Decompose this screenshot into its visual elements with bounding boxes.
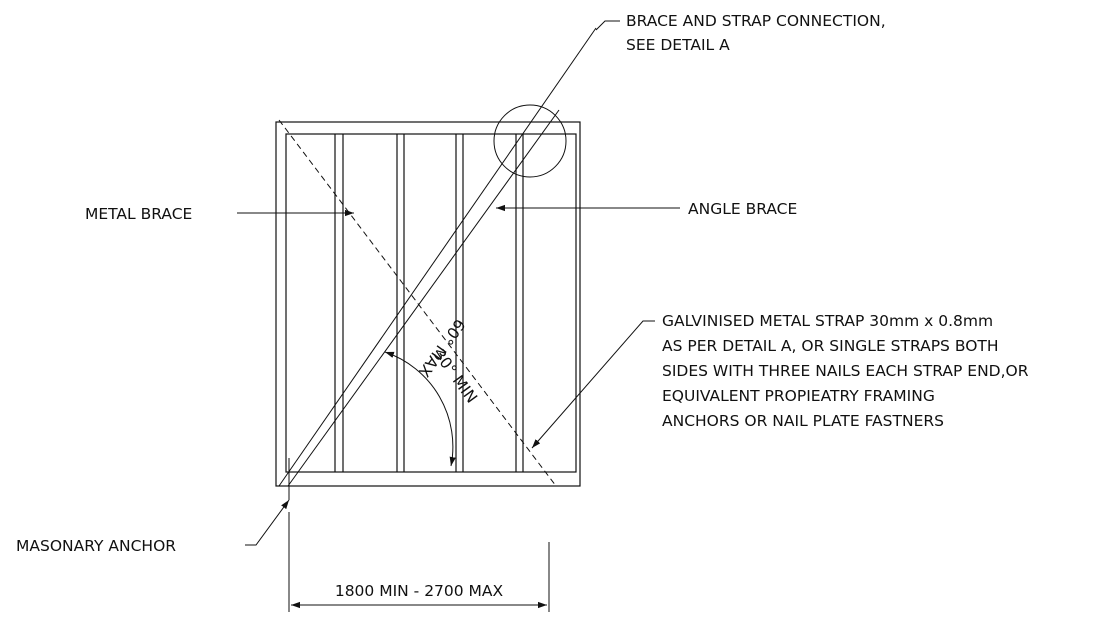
leaders [237, 20, 680, 546]
strap-label-1: GALVINISED METAL STRAP 30mm x 0.8mm [662, 312, 993, 330]
dimension-label: 1800 MIN - 2700 MAX [335, 582, 504, 600]
angle-brace [278, 27, 597, 487]
leader-brace-strap [595, 20, 620, 31]
stud-4 [515, 134, 524, 472]
brace-strap-label-2: SEE DETAIL A [626, 36, 730, 54]
strap-label-5: ANCHORS OR NAIL PLATE FASTNERS [662, 412, 944, 430]
frame-inner [285, 133, 577, 473]
leader-masonary [245, 499, 290, 546]
brace-strap-label-1: BRACE AND STRAP CONNECTION, [626, 12, 886, 30]
frame-outer [275, 121, 581, 487]
strap-label-4: EQUIVALENT PROPIEATRY FRAMING [662, 387, 935, 405]
strap-label-2: AS PER DETAIL A, OR SINGLE STRAPS BOTH [662, 337, 999, 355]
callouts: BRACE AND STRAP CONNECTION, SEE DETAIL A… [16, 12, 1029, 555]
stud-3 [455, 134, 464, 472]
dimension: 1800 MIN - 2700 MAX [288, 512, 550, 612]
leader-strap [531, 320, 655, 449]
detail-a-circle [493, 104, 567, 178]
angle-brace-label: ANGLE BRACE [688, 200, 797, 218]
studs [334, 134, 524, 472]
stud-2 [396, 134, 405, 472]
wall-frame [275, 121, 581, 487]
masonary-anchor-label: MASONARY ANCHOR [16, 537, 176, 555]
stud-1 [334, 134, 344, 472]
metal-brace-line [278, 119, 557, 487]
strap-label-3: SIDES WITH THREE NAILS EACH STRAP END,OR [662, 362, 1029, 380]
angle-arc-30 [384, 351, 456, 467]
metal-brace-label: METAL BRACE [85, 205, 192, 223]
